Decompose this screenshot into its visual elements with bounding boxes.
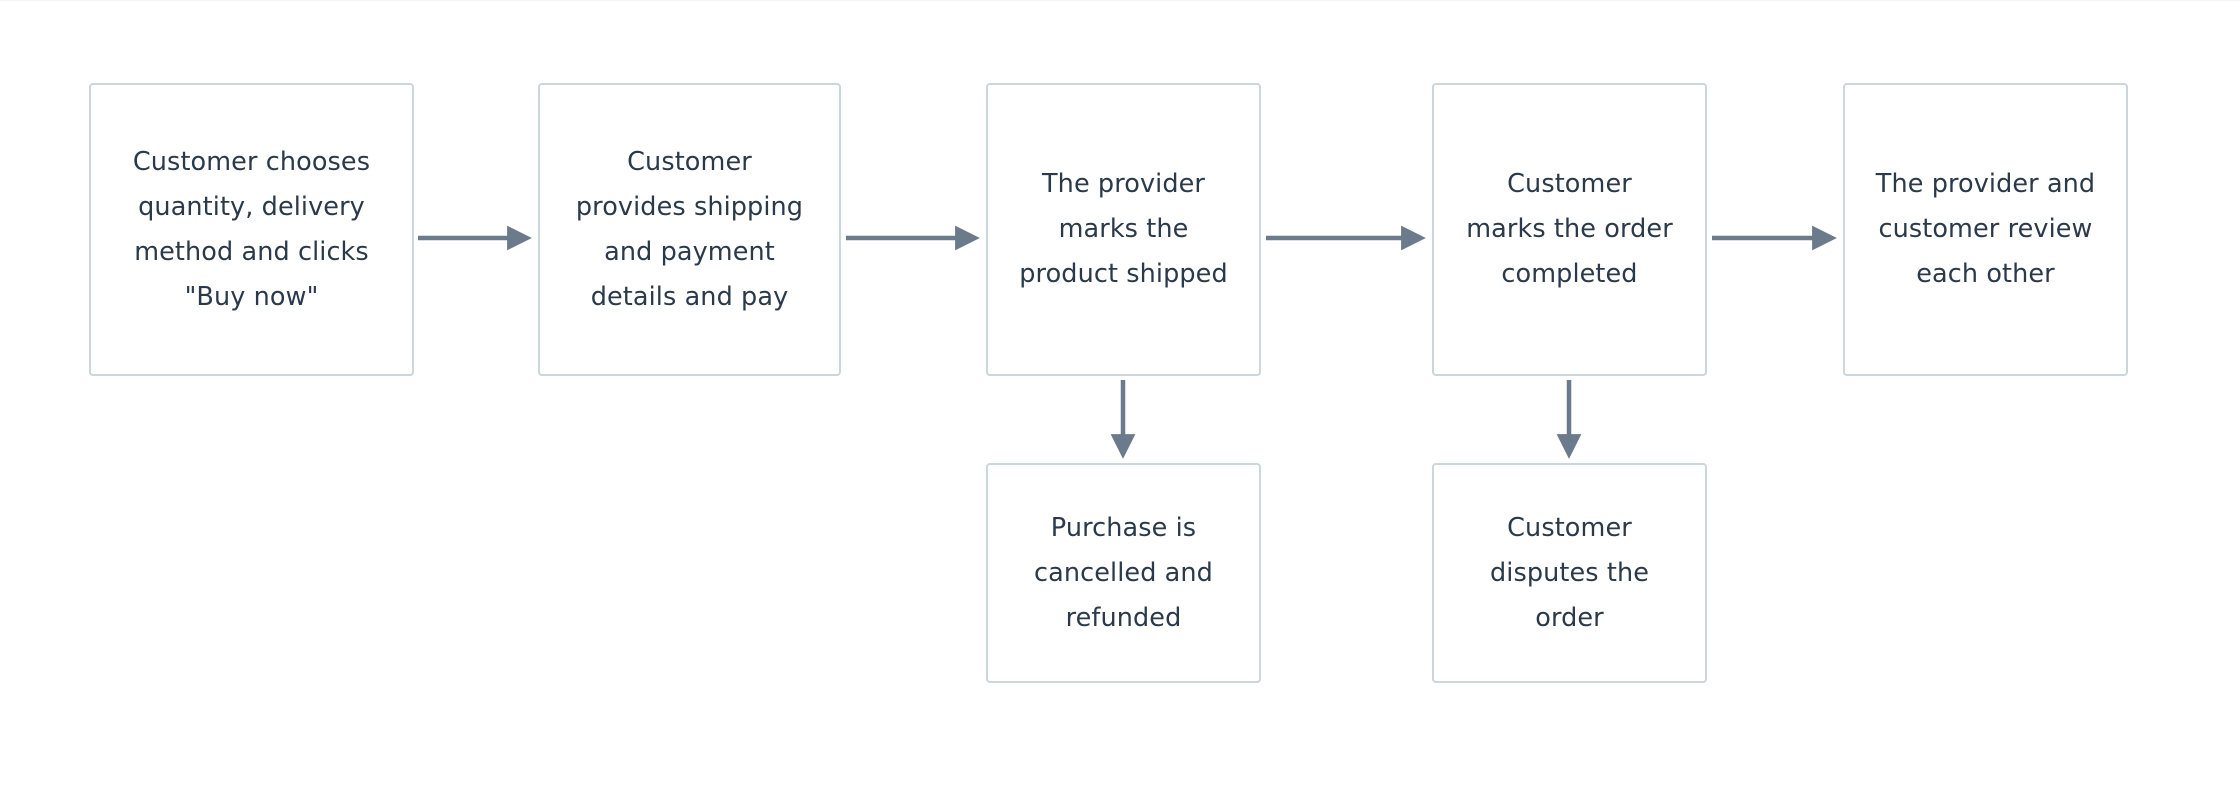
node-label-purchase-cancelled-refunded: Purchase is cancelled and refunded	[1034, 512, 1213, 633]
node-customer-chooses[interactable]: Customer chooses quantity, delivery meth…	[89, 83, 414, 376]
node-label-customer-pays: Customer provides shipping and payment d…	[575, 146, 804, 312]
node-label-provider-marks-shipped: The provider marks the product shipped	[1019, 169, 1228, 289]
node-customer-marks-completed[interactable]: Customer marks the order completed	[1432, 83, 1707, 376]
node-purchase-cancelled-refunded[interactable]: Purchase is cancelled and refunded	[986, 463, 1261, 683]
node-label-customer-chooses: Customer chooses quantity, delivery meth…	[132, 146, 371, 312]
node-label-review-each-other: The provider and customer review each ot…	[1875, 169, 2096, 289]
node-provider-marks-shipped[interactable]: The provider marks the product shipped	[986, 83, 1261, 376]
node-label-customer-marks-completed: Customer marks the order completed	[1466, 169, 1673, 289]
node-customer-disputes-order[interactable]: Customer disputes the order	[1432, 463, 1707, 683]
node-customer-pays[interactable]: Customer provides shipping and payment d…	[538, 83, 841, 376]
node-label-customer-disputes-order: Customer disputes the order	[1489, 512, 1650, 633]
node-review-each-other[interactable]: The provider and customer review each ot…	[1843, 83, 2128, 376]
